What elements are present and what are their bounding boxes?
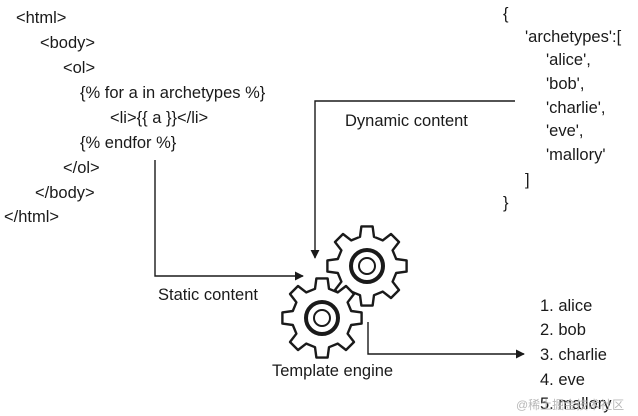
data-line: ] <box>525 171 530 189</box>
data-line: 'charlie', <box>546 99 606 117</box>
template-line: <html> <box>16 9 67 27</box>
template-line: </ol> <box>63 159 100 177</box>
dynamic-content-arrow <box>310 100 515 259</box>
data-line: } <box>503 194 509 212</box>
output-arrow <box>367 322 525 359</box>
template-line: </body> <box>35 184 95 202</box>
data-line: { <box>503 5 509 23</box>
template-line: <body> <box>40 34 96 52</box>
output-item: 3. charlie <box>540 346 607 364</box>
gear-icon-bottom <box>281 277 363 359</box>
data-line: 'mallory' <box>546 146 606 164</box>
data-line: 'alice', <box>546 51 591 69</box>
template-line: <li>{{ a }}</li> <box>110 109 209 127</box>
template-line: </html> <box>4 208 60 226</box>
data-line: 'archetypes':[ <box>525 28 622 46</box>
template-engine-label: Template engine <box>272 362 394 380</box>
dynamic-content-label: Dynamic content <box>345 112 468 130</box>
static-content-label: Static content <box>158 286 258 304</box>
static-content-arrow <box>154 160 304 281</box>
output-item: 5. mallory <box>540 395 612 413</box>
output-item: 1. alice <box>540 297 593 315</box>
data-line: 'bob', <box>546 75 585 93</box>
template-line: {% for a in archetypes %} <box>80 84 266 102</box>
template-line: <ol> <box>63 59 96 77</box>
output-item: 2. bob <box>540 321 586 339</box>
watermark: @稀土掘金技术社区 <box>516 398 625 412</box>
output-item: 4. eve <box>540 371 585 389</box>
template-line: {% endfor %} <box>80 134 177 152</box>
data-line: 'eve', <box>546 122 584 140</box>
